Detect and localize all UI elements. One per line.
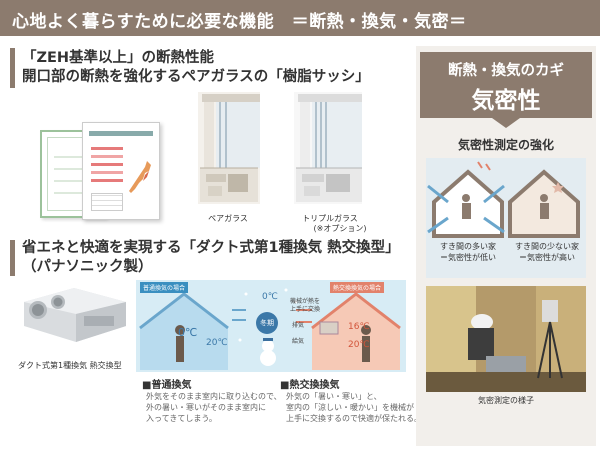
section2-heading-line2: （パナソニック製） bbox=[22, 259, 153, 275]
diagram-note-line1: 機械が熱を bbox=[290, 298, 321, 305]
section1-accent bbox=[10, 48, 15, 88]
diagram-exhaust-label: 排気 bbox=[292, 322, 305, 329]
key-banner: 断熱・換気のカギ 気密性 bbox=[420, 52, 592, 118]
normal-ventilation-tag: 普通換気の場合 bbox=[140, 282, 189, 293]
normal-ventilation-desc-line1: 外気をそのまま室内に取り込むので、 bbox=[146, 392, 282, 401]
section2-accent bbox=[10, 240, 15, 276]
down-arrow-icon bbox=[492, 118, 520, 128]
triple-glass-option-note: (※オプション) bbox=[313, 224, 367, 233]
normal-ventilation-desc-line2: 外の暑い・寒いがそのまま室内に bbox=[146, 403, 266, 412]
temp-hx-outside: 16℃ bbox=[348, 322, 370, 332]
triple-glass-caption: トリプルガラス bbox=[302, 214, 358, 223]
temp-warm-inside: 20℃ bbox=[206, 338, 228, 348]
triple-glass-window-image bbox=[294, 92, 362, 204]
normal-ventilation-desc-line3: 入ってきてしまう。 bbox=[146, 414, 217, 423]
house-left-caption-line1: すき間の多い家 bbox=[440, 242, 496, 251]
temp-outside: 0℃ bbox=[262, 292, 278, 302]
section2-heading-line1: 省エネと快適を実現する「ダクト式第1種換気 熱交換型」 bbox=[22, 240, 400, 256]
ventilation-unit-caption: ダクト式第1種換気 熱交換型 bbox=[18, 361, 122, 370]
heat-exchange-desc-line2: 室内の「涼しい・暖かい」を機械が bbox=[286, 403, 414, 412]
house-left-caption-line2: ＝気密性が低い bbox=[440, 253, 496, 262]
ventilation-unit-image bbox=[24, 288, 126, 342]
house-comparison-art bbox=[427, 161, 580, 238]
pair-glass-window-image bbox=[198, 92, 260, 204]
normal-ventilation-title: ■普通換気 bbox=[142, 380, 192, 391]
airtightness-test-photo bbox=[426, 286, 586, 392]
diagram-note-line2: 上手に交換 bbox=[290, 306, 321, 313]
house-right-caption-line2: ＝気密性が高い bbox=[519, 253, 575, 262]
heat-exchange-tag: 熱交換換気の場合 bbox=[330, 282, 385, 293]
pair-glass-caption: ペアガラス bbox=[208, 214, 248, 223]
key-banner-line2: 気密性 bbox=[471, 88, 541, 114]
house-right-caption-line1: すき間の少ない家 bbox=[515, 242, 579, 251]
section1-heading-line2: 開口部の断熱を強化するペアガラスの「樹脂サッシ」 bbox=[22, 69, 370, 85]
temp-cold-inside: 0℃ bbox=[178, 326, 198, 339]
section1-heading-line1: 「ZEH基準以上」の断熱性能 bbox=[22, 50, 215, 66]
diagram-supply-label: 給気 bbox=[292, 338, 305, 345]
heat-exchange-desc-line1: 外気の「暑い・寒い」と、 bbox=[286, 392, 382, 401]
page-title: 心地よく暮らすために必要な機能 ＝断熱・換気・気密＝ bbox=[12, 12, 467, 32]
strengthen-heading: 気密性測定の強化 bbox=[457, 138, 554, 152]
heat-exchange-title: ■熱交換換気 bbox=[280, 380, 340, 391]
photo-caption: 気密測定の様子 bbox=[478, 396, 534, 405]
winter-badge: 冬期 bbox=[256, 312, 278, 334]
header-bar: 心地よく暮らすために必要な機能 ＝断熱・換気・気密＝ bbox=[0, 0, 600, 36]
heat-exchange-desc-line3: 上手に交換するので快適が保たれる。 bbox=[286, 414, 422, 423]
japan-map-icon bbox=[129, 161, 151, 193]
key-banner-line1: 断熱・換気のカギ bbox=[448, 63, 564, 79]
energy-report-document bbox=[82, 122, 160, 220]
temp-hx-inside: 20℃ bbox=[348, 340, 370, 350]
ventilation-diagram-art bbox=[139, 288, 401, 370]
